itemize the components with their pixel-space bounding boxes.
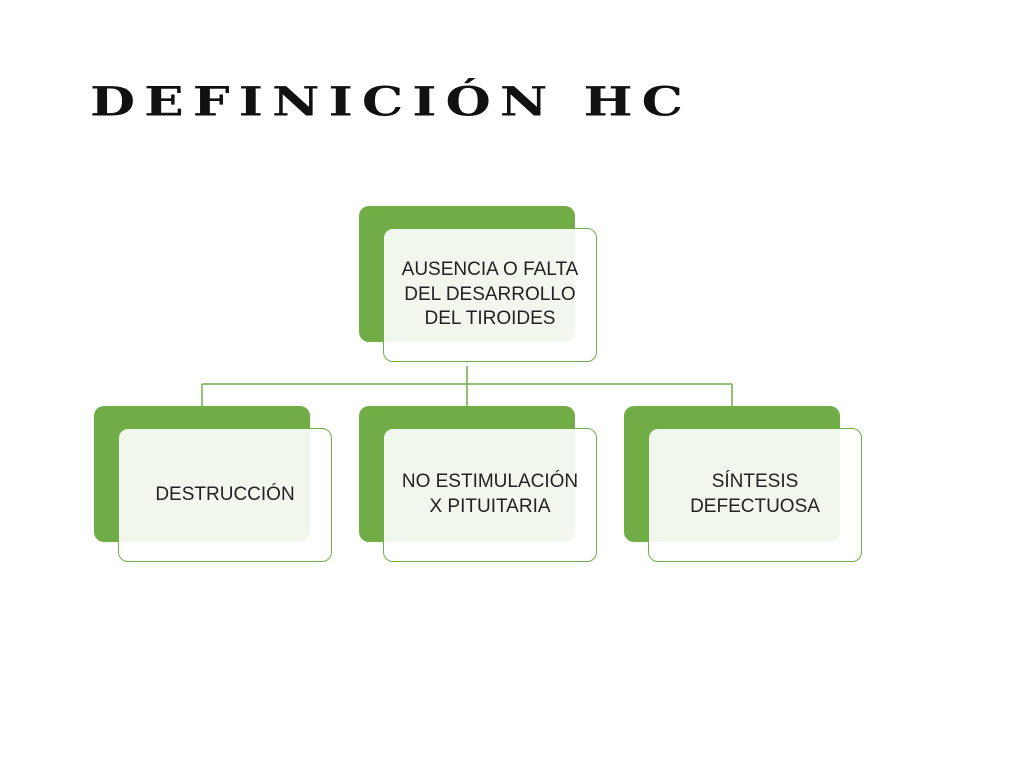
child-node-front: SÍNTESIS DEFECTUOSA bbox=[648, 428, 862, 562]
child-node-front: DESTRUCCIÓN bbox=[118, 428, 332, 562]
child-node-label: SÍNTESIS DEFECTUOSA bbox=[690, 471, 820, 517]
child-node-label: DESTRUCCIÓN bbox=[155, 483, 295, 505]
child-node-label: NO ESTIMULACIÓN X PITUITARIA bbox=[401, 471, 579, 517]
child-node-front: NO ESTIMULACIÓN X PITUITARIA bbox=[383, 428, 597, 562]
child-node-sintesis: SÍNTESIS DEFECTUOSA bbox=[624, 406, 862, 562]
root-node-label: AUSENCIA O FALTA DEL DESARROLLO DEL TIRO… bbox=[401, 258, 579, 330]
child-node-destruccion: DESTRUCCIÓN bbox=[94, 406, 332, 562]
root-node-front: AUSENCIA O FALTA DEL DESARROLLO DEL TIRO… bbox=[383, 228, 597, 362]
slide-title: Definición HC bbox=[90, 78, 692, 126]
child-node-no-estimulacion: NO ESTIMULACIÓN X PITUITARIA bbox=[359, 406, 597, 562]
root-node: AUSENCIA O FALTA DEL DESARROLLO DEL TIRO… bbox=[359, 206, 597, 362]
